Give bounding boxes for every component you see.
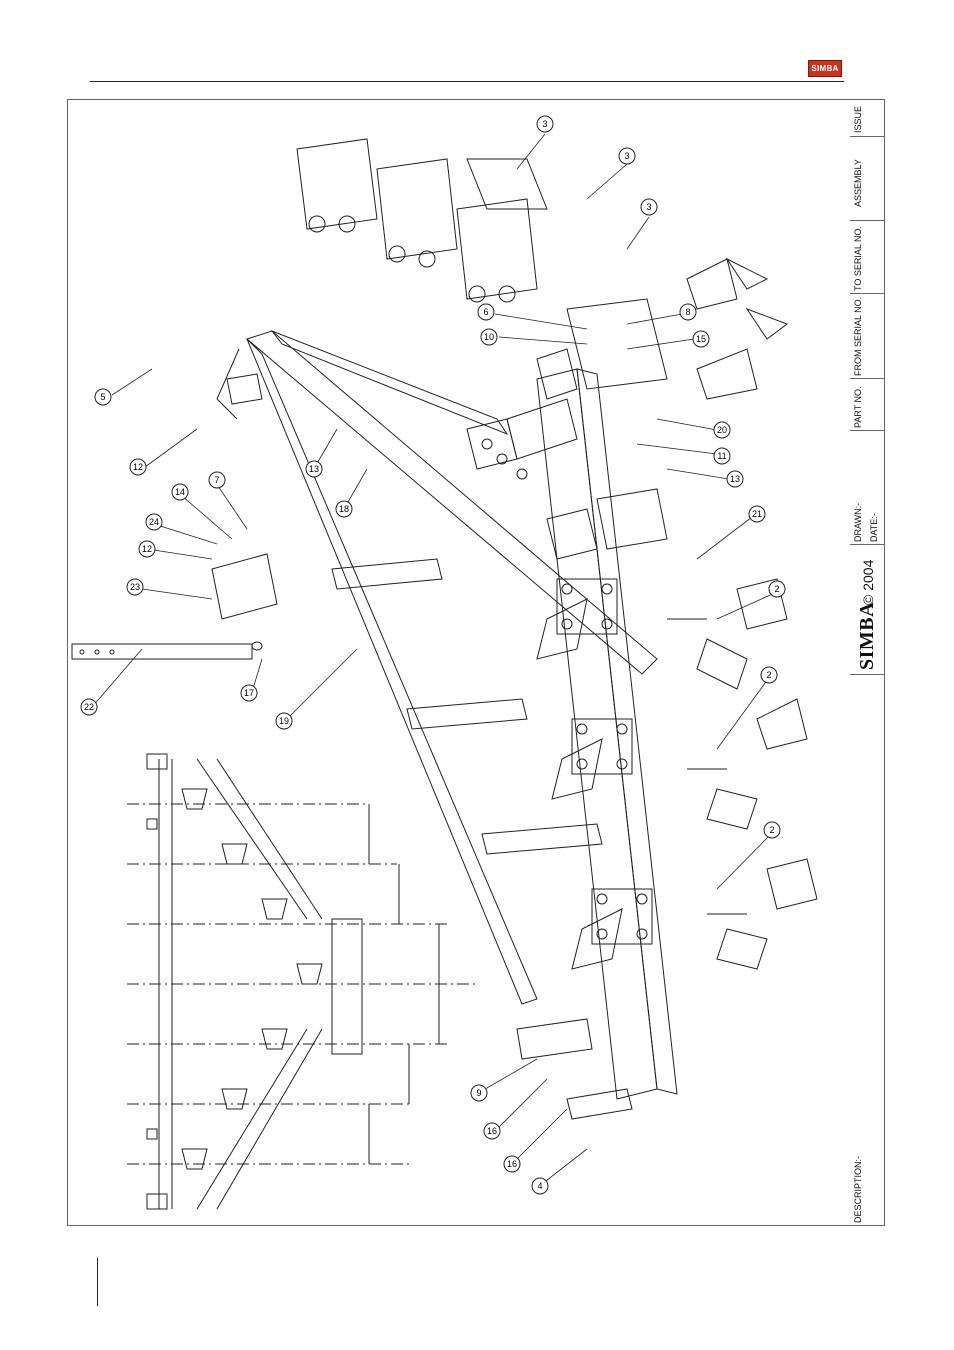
issue-cell: ISSUE [850,99,885,136]
svg-text:22: 22 [84,702,94,712]
callout-13a: 13 [306,461,322,477]
assembly-drawing: 3 3 3 6 10 8 15 20 11 13 13 18 5 12 7 14… [67,99,850,1226]
callout-13b: 13 [727,471,743,487]
svg-text:13: 13 [730,474,740,484]
toolbar-beam [517,369,677,1119]
callout-2c: 2 [764,822,780,838]
depth-post [72,554,277,659]
svg-text:15: 15 [696,334,706,344]
svg-text:2: 2 [769,825,774,835]
svg-text:21: 21 [752,509,762,519]
logo-text: SIMBA [809,64,841,73]
callout-7: 7 [209,472,225,488]
svg-text:14: 14 [175,487,185,497]
callout-9: 9 [471,1085,487,1101]
svg-text:23: 23 [130,582,140,592]
svg-text:9: 9 [476,1088,481,1098]
callouts: 3 3 3 6 10 8 15 20 11 13 13 18 5 12 7 14… [81,116,785,1194]
callout-23: 23 [127,579,143,595]
drawn-date-cell: DRAWN:- DATE:- [850,430,885,544]
svg-text:16: 16 [487,1126,497,1136]
callout-16a: 16 [484,1123,500,1139]
svg-text:6: 6 [483,307,488,317]
svg-text:2: 2 [766,670,771,680]
to-serial-cell: TO SERIAL NO. [850,220,885,293]
svg-text:5: 5 [100,392,105,402]
brand-cell: SIMBA © 2004 [850,544,885,674]
callout-5: 5 [95,389,111,405]
callout-14: 14 [172,484,188,500]
header-rule [90,81,844,82]
callout-11: 11 [714,448,730,464]
to-serial-label: TO SERIAL NO. [853,226,863,291]
callout-12a: 12 [130,459,146,475]
main-frame [217,331,657,1004]
share-points [667,259,817,969]
footer-rule [97,1258,98,1306]
part-no-cell: PART NO. [850,378,885,430]
callout-22: 22 [81,699,97,715]
svg-text:19: 19 [279,716,289,726]
part-no-label: PART NO. [853,386,863,428]
callout-8: 8 [680,304,696,320]
date-label: DATE:- [869,513,879,542]
callout-3c: 3 [641,199,657,215]
callout-20: 20 [714,422,730,438]
callout-18: 18 [336,501,352,517]
svg-text:18: 18 [339,504,349,514]
callout-24: 24 [146,514,162,530]
callout-2a: 2 [769,581,785,597]
callout-15: 15 [693,331,709,347]
callout-17: 17 [241,685,257,701]
assembly-label: ASSEMBLY [853,159,863,207]
simba-logo: SIMBA [808,60,842,77]
svg-text:17: 17 [244,688,254,698]
leg-assemblies [537,579,652,969]
callout-10: 10 [481,329,497,345]
svg-text:20: 20 [717,425,727,435]
svg-text:3: 3 [542,119,547,129]
svg-text:13: 13 [309,464,319,474]
svg-text:2: 2 [774,584,779,594]
svg-text:24: 24 [149,517,159,527]
callout-19: 19 [276,713,292,729]
callout-3b: 3 [619,148,635,164]
exploded-legs [297,139,667,389]
from-serial-label: FROM SERIAL NO. [853,297,863,376]
svg-text:12: 12 [133,462,143,472]
svg-text:3: 3 [646,202,651,212]
description-cell: DESCRIPTION:- [850,674,885,1226]
callout-2b: 2 [761,667,777,683]
svg-text:4: 4 [537,1181,542,1191]
issue-label: ISSUE [853,106,863,133]
from-serial-cell: FROM SERIAL NO. [850,293,885,378]
callout-4: 4 [532,1178,548,1194]
svg-text:10: 10 [484,332,494,342]
simba-brand-mark: SIMBA [856,602,879,670]
copyright-text: © 2004 [860,560,876,605]
svg-text:7: 7 [214,475,219,485]
callout-16b: 16 [504,1156,520,1172]
callout-3a: 3 [537,116,553,132]
svg-text:16: 16 [507,1159,517,1169]
callout-21: 21 [749,506,765,522]
callout-6: 6 [478,304,494,320]
plan-view [127,754,477,1209]
svg-text:8: 8 [685,307,690,317]
svg-text:3: 3 [624,151,629,161]
callout-12b: 12 [139,541,155,557]
svg-text:12: 12 [142,544,152,554]
svg-text:11: 11 [717,451,726,461]
description-label: DESCRIPTION:- [853,1156,863,1223]
title-block: ISSUE ASSEMBLY TO SERIAL NO. FROM SERIAL… [850,99,885,1226]
assembly-cell: ASSEMBLY [850,136,885,220]
drawn-label: DRAWN:- [853,503,863,542]
